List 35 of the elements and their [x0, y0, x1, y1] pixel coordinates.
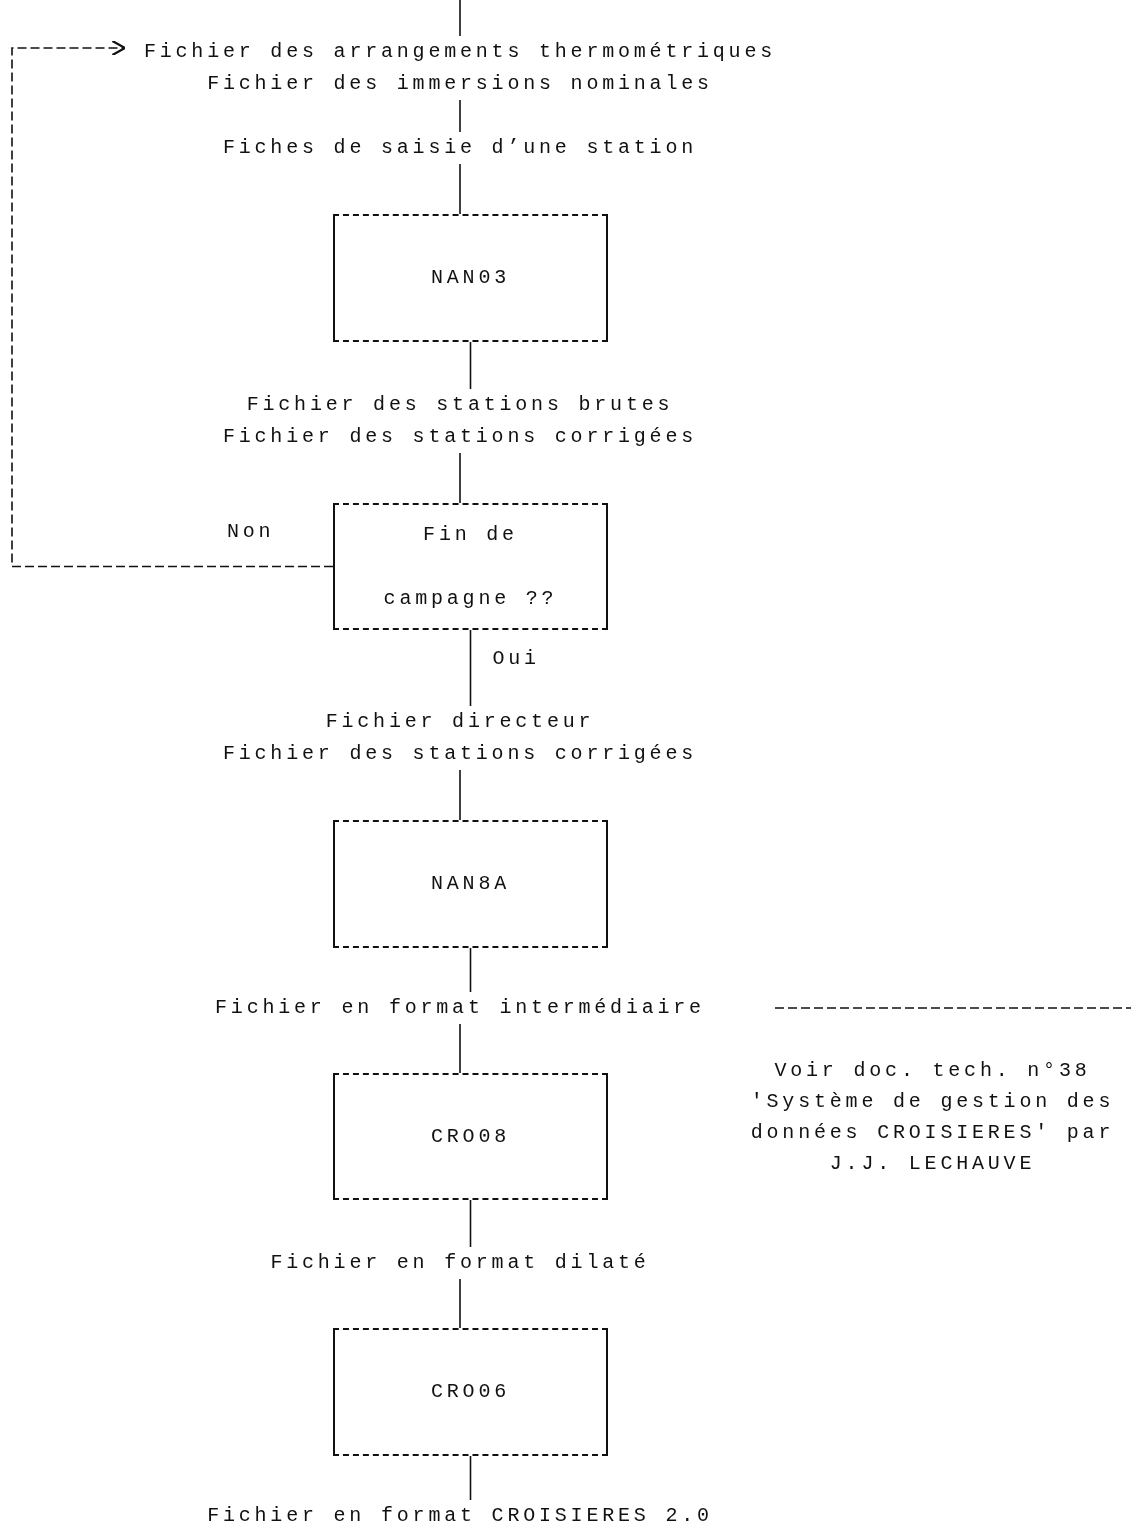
process-box	[333, 820, 608, 948]
program-name: CRO06	[431, 1379, 510, 1405]
file-name: Fichier des stations corrigées	[221, 741, 699, 767]
arrow	[11, 39, 334, 568]
file-name: Fichier en format intermédiaire	[214, 995, 706, 1021]
file-name: Fichier des stations brutes	[245, 392, 675, 418]
file-name: Fiches de saisie d’une station	[221, 135, 699, 161]
file-name: Fichier directeur	[324, 709, 596, 735]
file-name: Fichier des immersions nominales	[206, 71, 714, 97]
file-name: Fichier des stations corrigées	[221, 424, 699, 450]
process-box	[333, 1328, 608, 1456]
connector-line	[459, 452, 461, 504]
process-box	[333, 503, 608, 630]
connector-line	[459, 1278, 461, 1329]
connector-line	[459, 1023, 461, 1074]
connector-line	[469, 947, 472, 993]
connector-line	[469, 1455, 472, 1501]
connector-line	[459, 163, 461, 215]
connector-line	[459, 99, 461, 133]
file-name: Fichier des arrangements thermométriques	[142, 39, 778, 65]
connector-line	[469, 629, 472, 707]
connector-line	[774, 1007, 1131, 1009]
connector-line	[469, 1199, 472, 1248]
file-name: Fichier en format CROISIERES 2.0	[206, 1503, 714, 1529]
program-name: Fin de campagne ??	[382, 521, 559, 612]
file-name: Fichier en format dilaté	[269, 1250, 651, 1276]
connector-line	[469, 341, 472, 390]
connector-line	[459, 769, 461, 821]
program-name: NAN03	[431, 265, 510, 291]
program-name: CRO08	[431, 1123, 510, 1150]
process-box	[333, 1073, 608, 1200]
process-box	[333, 214, 608, 342]
connector-line	[459, 0, 461, 37]
reference-note: Voir doc. tech. n°38 'Système de gestion des données CROISIERES' par J.J. LECHAUVE	[749, 1058, 1116, 1177]
program-name: NAN8A	[431, 871, 510, 897]
